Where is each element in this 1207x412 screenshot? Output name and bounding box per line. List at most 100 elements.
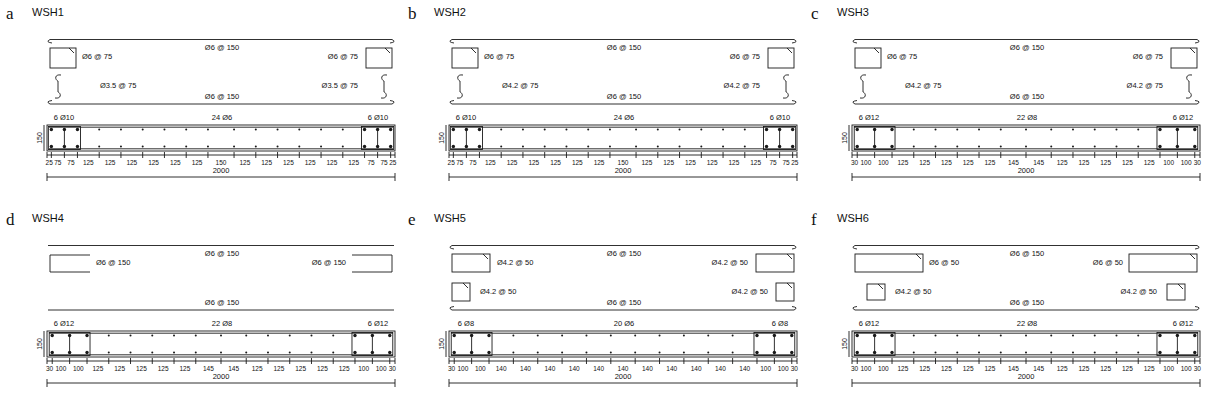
bar-count: 22 Ø8 — [212, 320, 232, 328]
rebar — [1000, 352, 1002, 354]
hoop — [48, 127, 80, 150]
dimension: 100 — [878, 366, 889, 373]
rebar — [142, 146, 144, 148]
dimension: 125 — [126, 160, 137, 167]
rebar — [388, 351, 391, 354]
dimension-tick — [1200, 358, 1201, 364]
cross-tie — [381, 75, 387, 98]
rebar — [1158, 351, 1161, 354]
rebar — [195, 352, 197, 354]
web-bar — [49, 333, 393, 334]
rebar — [978, 129, 980, 131]
bar-count: 6 Ø10 — [368, 114, 388, 122]
rebar — [610, 335, 612, 337]
dimension: 30 — [389, 366, 396, 373]
stirrup-hook — [787, 254, 792, 259]
dimension-tick — [234, 152, 235, 158]
rebar — [790, 334, 793, 337]
horizontal-bar — [48, 245, 394, 246]
rebar-spec: Ø6 @ 75 — [1133, 53, 1163, 61]
dimension: 100 — [358, 366, 369, 373]
rebar — [220, 335, 222, 337]
dimension-tick — [852, 358, 853, 364]
wall-section — [852, 125, 1200, 151]
rebar — [363, 128, 366, 131]
rebar — [478, 145, 481, 148]
rebar — [765, 145, 768, 148]
thickness-dimension: 150 — [438, 132, 445, 144]
tie — [69, 334, 70, 354]
dimension-line — [852, 383, 1200, 384]
specimen-title: WSH3 — [837, 7, 869, 18]
web-bar — [451, 127, 795, 128]
rebar-spec: Ø4.2 @ 50 — [497, 259, 533, 267]
wall-panel — [849, 246, 1200, 388]
dimension: 125 — [192, 160, 203, 167]
dimension-tick — [679, 152, 680, 158]
dimension: 100 — [778, 366, 789, 373]
rebar — [1050, 146, 1052, 148]
rebar — [890, 145, 893, 148]
dimension-tick — [857, 152, 858, 158]
rebar — [913, 129, 915, 131]
rebar — [1000, 129, 1002, 131]
dimension: 125 — [707, 160, 718, 167]
panel-letter: d — [6, 211, 15, 228]
u-bar — [352, 255, 392, 272]
dimension-tick — [1159, 152, 1160, 158]
dimension-line — [446, 125, 447, 151]
dimension-line — [849, 125, 850, 151]
dimension: 30 — [1194, 366, 1201, 373]
rebar — [657, 146, 659, 148]
bar-count: 6 Ø12 — [54, 320, 74, 328]
rebar — [657, 129, 659, 131]
panel-letter: f — [811, 211, 817, 228]
rebar — [565, 129, 567, 131]
dimension: 75 — [769, 160, 776, 167]
rebar — [935, 335, 937, 337]
tie — [1177, 334, 1178, 354]
rebar — [744, 146, 746, 148]
hoop — [854, 333, 895, 356]
rebar — [389, 128, 392, 131]
rebar — [1158, 334, 1161, 337]
rebar — [120, 146, 122, 148]
dimension: 125 — [750, 160, 761, 167]
rebar — [163, 146, 165, 148]
thickness-dimension: 150 — [36, 132, 43, 144]
rebar — [267, 352, 269, 354]
rebar — [1193, 334, 1196, 337]
rebar — [585, 352, 587, 354]
bar-count: 6 Ø12 — [1173, 320, 1193, 328]
dimension-tick — [586, 358, 587, 364]
dimension: 125 — [148, 160, 159, 167]
rebar — [163, 129, 165, 131]
rebar — [452, 128, 455, 131]
rebar — [683, 352, 685, 354]
rebar — [890, 351, 893, 354]
rebar — [744, 129, 746, 131]
dimension: 145 — [1033, 366, 1044, 373]
tie — [874, 128, 875, 148]
tie — [1177, 128, 1178, 148]
wall-panel — [44, 40, 395, 182]
dimension: 75 — [456, 160, 463, 167]
panel-letter: a — [6, 5, 14, 22]
dimension-tick — [779, 152, 780, 158]
rebar-spec: Ø4.2 @ 75 — [905, 82, 941, 90]
rebar — [1050, 352, 1052, 354]
rebar — [512, 335, 514, 337]
rebar — [610, 352, 612, 354]
dimension: 125 — [919, 160, 930, 167]
dimension: 125 — [572, 160, 583, 167]
dimension-tick — [588, 152, 589, 158]
dimension: 125 — [1078, 366, 1089, 373]
dimension-tick — [195, 358, 196, 364]
horizontal-bar — [450, 101, 796, 105]
specimen-title: WSH2 — [434, 7, 466, 18]
horizontal-bar — [450, 246, 796, 250]
dimension-tick — [657, 152, 658, 158]
dimension: 125 — [1100, 366, 1111, 373]
rebar — [790, 351, 793, 354]
rebar — [298, 146, 300, 148]
